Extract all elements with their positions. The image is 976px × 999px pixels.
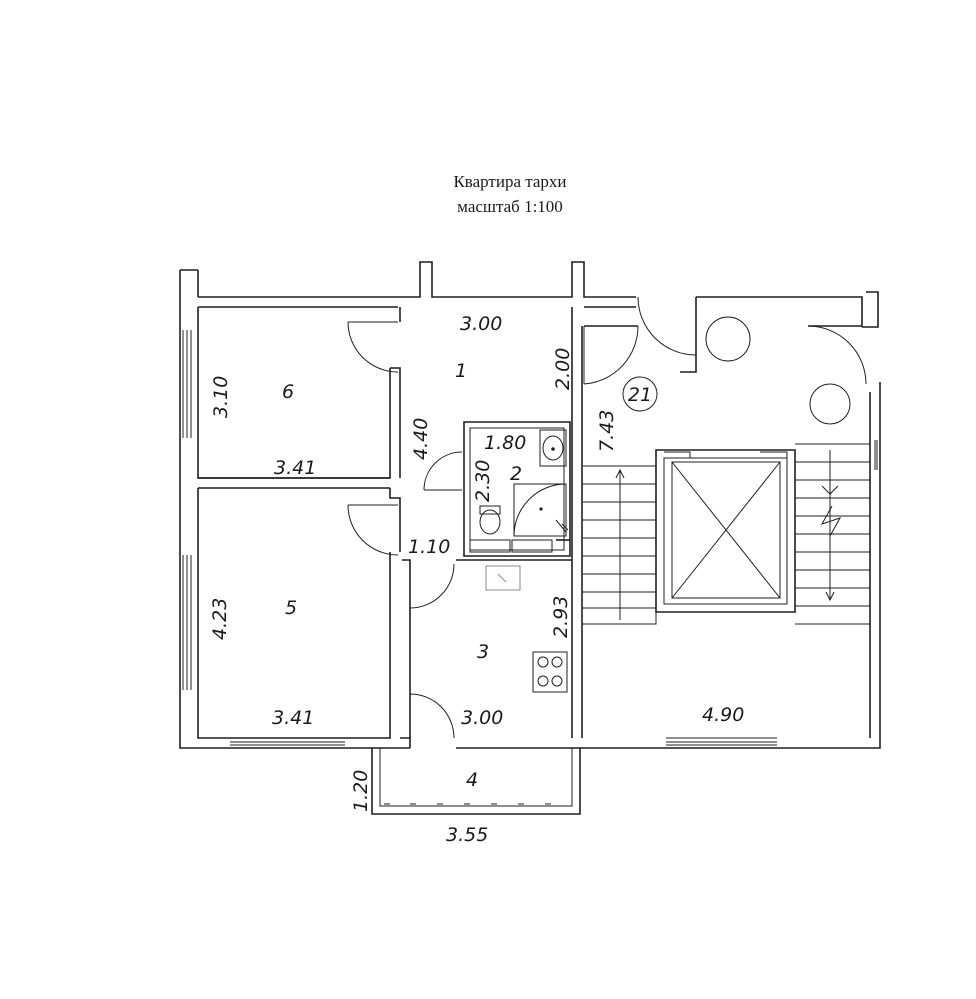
stairwell-width: 4.90 <box>702 704 744 726</box>
room-5-number: 5 <box>285 597 297 619</box>
room-4-number: 4 <box>466 769 478 791</box>
stairwell-label: 21 <box>628 384 652 406</box>
room-6-number: 6 <box>282 381 294 403</box>
windows <box>182 330 878 746</box>
plan-scale: масштаб 1:100 <box>457 197 563 216</box>
room-3-number: 3 <box>477 641 489 663</box>
room-5-width: 3.41 <box>272 707 314 729</box>
bathroom-fixtures <box>469 429 570 591</box>
room-2-width: 1.80 <box>484 432 526 454</box>
room-4-depth: 1.20 <box>350 770 372 812</box>
room-2-number: 2 <box>510 463 522 485</box>
room-2-depth: 2.30 <box>472 460 494 502</box>
kitchen-stove <box>532 651 568 693</box>
room-3-width: 3.00 <box>461 707 503 729</box>
room-1-length: 4.40 <box>410 418 432 460</box>
room-6-depth: 3.10 <box>210 376 232 418</box>
room-1-number: 1 <box>455 360 467 382</box>
interior-walls <box>197 307 583 748</box>
balcony <box>371 748 581 815</box>
room-3-corridor: 1.10 <box>408 536 450 558</box>
stairwell-depth: 7.43 <box>596 410 618 452</box>
room-4-width: 3.55 <box>446 824 488 846</box>
exterior-walls <box>179 261 881 749</box>
doors <box>347 296 867 739</box>
room-3-depth: 2.93 <box>550 596 572 638</box>
dimension-labels: 3.00 2.00 4.40 1.80 2.30 1.10 2.93 3.00 … <box>209 313 744 846</box>
room-1-depth: 2.00 <box>552 348 574 390</box>
room-6-width: 3.41 <box>274 457 316 479</box>
room-labels: 1 2 3 4 5 6 21 <box>282 360 652 791</box>
room-5-depth: 4.23 <box>209 598 231 640</box>
stairwell <box>582 316 870 625</box>
plan-title: Квартира тархи <box>453 172 567 191</box>
room-1-width: 3.00 <box>460 313 502 335</box>
